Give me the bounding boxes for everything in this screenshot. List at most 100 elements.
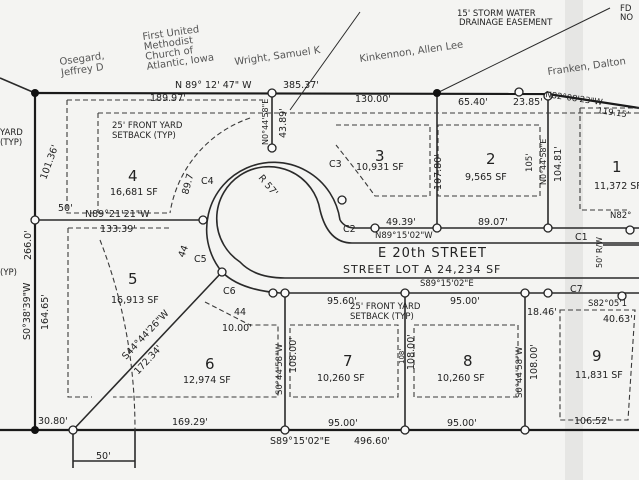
plat-label: 25' FRONT YARD: [112, 121, 183, 131]
plat-label: First UnitedMethodistChurch ofAtlantic, …: [142, 23, 215, 73]
plat-label: YARD: [0, 128, 23, 138]
plat-label: SETBACK (TYP): [112, 131, 176, 141]
lot-1-number: 1: [612, 158, 622, 176]
setback-lines: [66, 99, 639, 431]
lot-6-area: 12,974 SF: [183, 375, 231, 386]
plat-label: 23.85': [513, 97, 543, 108]
plat-label: N 89° 12' 47" W: [175, 80, 252, 91]
plat-label: 385.37': [283, 80, 319, 91]
street-name: E 20th STREET: [378, 246, 487, 261]
plat-label: C7: [570, 284, 583, 295]
plat-label: 169.29': [172, 417, 208, 428]
plat-label: 10.00': [222, 323, 252, 334]
distance-labels: 189.97' 130.00' 65.40' 23.85' 43.89' 101…: [23, 93, 633, 462]
plat-label: 18.46': [527, 307, 557, 318]
plat-label: 44: [234, 307, 246, 318]
street-lot-label: STREET LOT A 24,234 SF: [343, 263, 501, 276]
plat-label: Osegard,Jeffrey D: [58, 51, 107, 79]
plat-label: 89.7: [180, 172, 196, 195]
plat-label: NO: [620, 13, 633, 23]
plat-label: R 57': [256, 173, 280, 199]
plat-label: C1: [575, 232, 588, 243]
plat-label: 44: [176, 244, 190, 259]
plat-label: 119.15': [597, 106, 630, 120]
plat-label: C2: [343, 224, 356, 235]
plat-label: 49.39': [386, 217, 416, 228]
plat-label: Wright, Samuel K: [234, 45, 322, 68]
plat-label: N0°44'58"E: [261, 99, 270, 145]
plat-label: DRAINAGE EASEMENT: [459, 18, 553, 28]
plat-label: S0°44'58"W: [515, 346, 525, 398]
lot-5-number: 5: [128, 270, 138, 288]
lot-4-area: 16,681 SF: [110, 187, 158, 198]
plat-label: 15' STORM WATER: [457, 9, 536, 19]
lot-lines: [35, 7, 639, 468]
plat-label: Kinkennon, Allen Lee: [359, 40, 464, 65]
lot-3-area: 10,931 SF: [356, 162, 404, 173]
plat-label: 107.80': [433, 154, 444, 190]
plat-label: C6: [223, 286, 236, 297]
plat-label: 105': [525, 153, 535, 172]
plat-label: 95.60': [327, 296, 357, 307]
plat-label: 108.00': [529, 344, 540, 380]
plat-label: (TYP): [0, 138, 22, 148]
lot-6-number: 6: [205, 355, 215, 373]
plat-label: 164.65': [40, 294, 51, 330]
plat-label: (YP): [0, 268, 17, 278]
plat-label: 108.00': [406, 334, 417, 370]
plat-label: 89.07': [478, 217, 508, 228]
plat-label: 50': [58, 203, 73, 214]
lot-labels: 111,372 SF 29,565 SF 310,931 SF 416,681 …: [110, 147, 639, 386]
lot-7-area: 10,260 SF: [317, 373, 365, 384]
plat-label: 65.40': [458, 97, 488, 108]
plat-label: S0°44'58"W: [275, 343, 285, 395]
survey-monuments: [30, 87, 635, 435]
plat-label: Franken, Dalton: [547, 56, 627, 78]
plat-label: 130.00': [355, 94, 391, 105]
plat-label: N89°15'02"W: [375, 231, 433, 241]
plat-label: 496.60': [354, 436, 390, 447]
plat-label: 266.0': [23, 230, 34, 260]
lot-1-area: 11,372 SF: [594, 181, 639, 192]
lot-9-number: 9: [592, 347, 602, 365]
boundary-lines: [0, 77, 639, 432]
lot-8-number: 8: [463, 352, 473, 370]
lot-7-number: 7: [343, 352, 353, 370]
plat-label: N82°: [610, 211, 631, 221]
plat-label: 25' FRONT YARD: [350, 302, 421, 312]
plat-label: 106.52': [574, 416, 610, 427]
plat-label: FD: [620, 4, 632, 14]
plat-label: S89°15'02"E: [270, 436, 330, 447]
plat-label: YARD(TYP) (YP): [0, 128, 23, 278]
street-geometry: [205, 161, 639, 294]
lot-2-area: 9,565 SF: [465, 172, 507, 183]
lot-4-number: 4: [128, 167, 138, 185]
plat-label: 95.00': [447, 418, 477, 429]
plat-label: 43.89': [278, 108, 289, 138]
plat-label: 95.00': [450, 296, 480, 307]
lot-2-number: 2: [486, 150, 496, 168]
plat-label: 30.80': [38, 416, 68, 427]
plat-label: 108': [398, 349, 406, 364]
bearing-labels: N 89° 12' 47" W 385.37' N82°08'23"W 23.8…: [22, 80, 631, 447]
plat-label: SETBACK (TYP): [350, 312, 414, 322]
plat-label: 95.00': [328, 418, 358, 429]
lot-8-area: 10,260 SF: [437, 373, 485, 384]
plat-label: C5: [194, 254, 207, 265]
plat-label: N0°44'58"E: [539, 139, 548, 185]
plat-label: C3: [329, 159, 342, 170]
plat-label: C4: [201, 176, 214, 187]
plat-label: 189.97': [150, 93, 186, 104]
plat-label: 50': [96, 451, 111, 462]
right-of-way-label: 50' R/W: [595, 237, 604, 268]
plat-label: 40.63': [603, 314, 633, 325]
adjacent-owners: Osegard,Jeffrey D First UnitedMethodistC…: [58, 23, 627, 79]
plat-label: N89°21'21"W: [85, 209, 150, 220]
plat-label: 104.81': [553, 146, 564, 182]
